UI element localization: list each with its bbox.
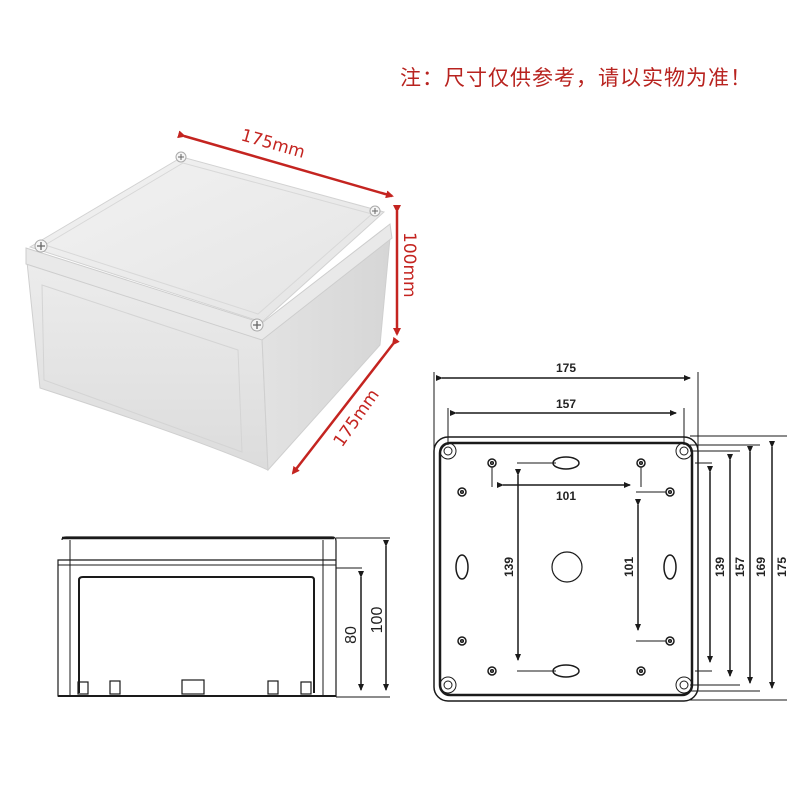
dim-outer-width: 175	[556, 361, 576, 375]
dim-right-157: 157	[733, 557, 747, 577]
dim-total-height: 100	[369, 607, 386, 634]
dim-right-169: 169	[754, 557, 768, 577]
width-arrow	[177, 130, 394, 199]
dim-right-175: 175	[775, 557, 789, 577]
depth-arrow	[291, 336, 400, 475]
disclaimer-note: 注：尺寸仅供参考，请以实物为准！	[400, 66, 752, 90]
corner-boss-icon	[439, 442, 693, 694]
photo-height-label: 100mm	[399, 232, 419, 298]
foot-icon	[77, 679, 312, 695]
dim-inner-horizontal: 101	[556, 489, 576, 503]
side-view-drawing	[57, 536, 390, 698]
dim-right-139: 139	[713, 557, 727, 577]
dim-inner-height: 80	[343, 626, 360, 644]
enclosure-photo: 175mm 100mm 175mm	[25, 126, 419, 475]
dim-screw-width: 157	[556, 397, 576, 411]
center-knockout	[551, 551, 583, 583]
photo-depth-label: 175mm	[330, 386, 384, 451]
keyhole-slot-icon	[455, 456, 677, 678]
mounting-hole-icon	[457, 458, 675, 676]
photo-width-label: 175mm	[239, 126, 308, 163]
top-view-labels: 175 157 101 139 101 139 157 169 175	[502, 361, 789, 577]
top-view-drawing	[433, 372, 787, 702]
dim-inner-vertical: 101	[622, 557, 636, 577]
dim-left-vertical: 139	[502, 557, 516, 577]
